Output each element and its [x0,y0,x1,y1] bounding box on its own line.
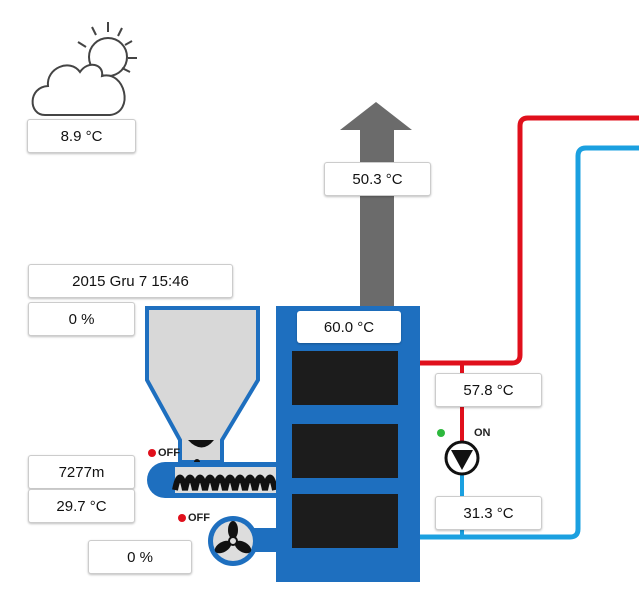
boiler [276,306,420,582]
boiler-chamber [292,494,398,548]
feeder-distance: 7277m [28,455,135,489]
outdoor-temp: 8.9 °C [27,119,136,153]
return-temp: 31.3 °C [435,496,542,530]
status-dot [148,449,156,457]
fuel-hopper [145,306,260,465]
flue-temp: 50.3 °C [324,162,431,196]
boiler-chamber [292,424,398,478]
pump-icon [444,440,480,476]
feeder-status: OFF [148,447,180,459]
fuel-level: 0 % [28,302,135,336]
boiler-chamber [292,351,398,405]
pump-status: ON [474,427,491,439]
return-pipe [420,145,639,540]
fan-power: 0 % [88,540,192,574]
pump-status-dot [437,429,445,437]
chimney-arrow [340,102,412,310]
boiler-temp: 60.0 °C [297,311,401,343]
status-dot [178,514,186,522]
supply-temp: 57.8 °C [435,373,542,407]
feeder-screw [147,462,280,498]
datetime: 2015 Gru 7 15:46 [28,264,233,298]
fan-icon [208,516,280,566]
feeder-temp: 29.7 °C [28,489,135,523]
fan-status: OFF [178,512,210,524]
partly-cloudy-icon [31,22,137,116]
supply-pipe [420,115,639,366]
